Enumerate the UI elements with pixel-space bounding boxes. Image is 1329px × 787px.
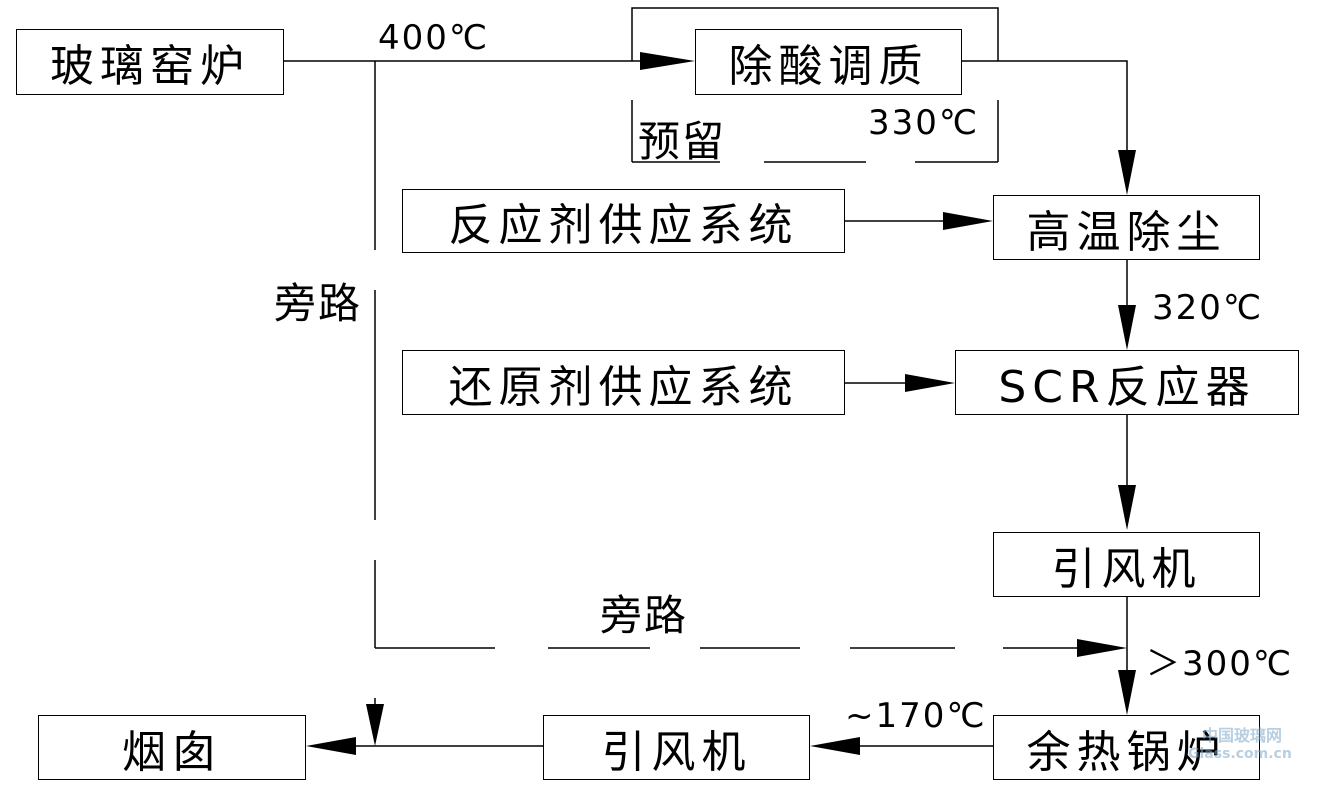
arrowhead [1118,150,1136,195]
reserved-bypass-frame [631,7,999,61]
label-temp-320: 320℃ [1152,288,1264,328]
label-bypass-horizontal: 旁路 [600,591,689,640]
node-reagent-supply: 反应剂供应系统 [402,189,845,253]
arrowhead [366,704,384,746]
label-temp-170: ~170℃ [845,696,987,736]
node-id-fan-2: 引风机 [543,715,810,780]
watermark-text-cn: 中国玻璃网 [1202,726,1283,745]
label-bypass-vertical: 旁路 [274,279,363,328]
line-acid-to-dust [962,60,1128,155]
node-scr-reactor: SCR反应器 [955,350,1299,415]
label-temp-gt300: ＞300℃ [1146,644,1294,684]
arrowhead [943,212,993,230]
arrowhead [1118,670,1136,715]
arrowhead [810,737,860,755]
arrowhead [640,52,695,70]
watermark-logo: 中国玻璃网 Glass.com.cn [1170,718,1320,778]
label-temp-400: 400℃ [378,18,490,58]
arrowhead [1077,639,1127,657]
node-acid-removal: 除酸调质 [695,29,962,95]
node-high-temp-dust: 高温除尘 [993,195,1260,260]
label-reserved: 预留 [638,117,727,166]
label-temp-330: 330℃ [868,103,980,143]
node-glass-kiln: 玻璃窑炉 [16,29,284,95]
arrowhead [1118,485,1136,530]
node-reductant-supply: 还原剂供应系统 [402,350,845,415]
arrowhead [1118,305,1136,350]
arrowhead [306,737,356,755]
node-chimney: 烟囱 [38,715,306,780]
arrowhead [905,374,955,392]
node-waste-heat-boiler: 余热锅炉 [993,715,1260,780]
watermark-text-en: Glass.com.cn [1188,746,1292,762]
node-id-fan-1: 引风机 [993,532,1260,597]
